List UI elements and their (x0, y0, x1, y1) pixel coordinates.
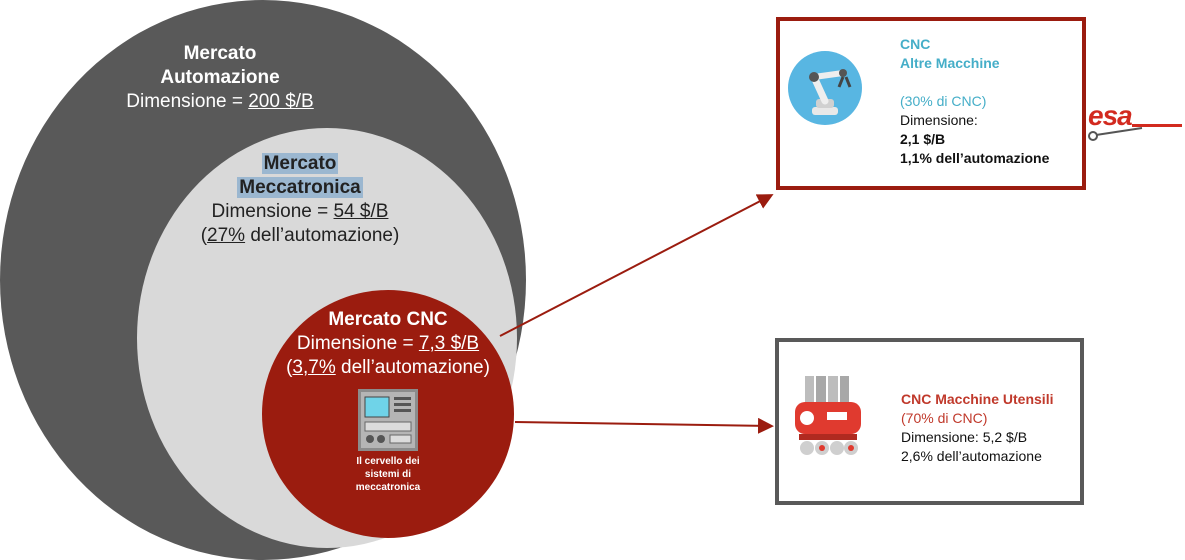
mechatronics-dim-prefix: Dimensione = (211, 201, 334, 222)
other-auto-share: 1,1% dell’automazione (900, 150, 1050, 166)
arrow-to-other-machines (499, 194, 774, 337)
cnc-caption: Il cervello dei sistemi di meccatronica (330, 455, 446, 494)
other-dim-value: 2,1 $/B (900, 131, 946, 147)
automation-label: Mercato Automazione Dimensione = 200 $/B (90, 42, 350, 114)
cnc-dim-prefix: Dimensione = (296, 333, 419, 354)
cnc-dimension: Dimensione = 7,3 $/B (262, 332, 514, 356)
mechatronics-dimension: Dimensione = 54 $/B (170, 200, 430, 224)
tools-auto-share: 2,6% dell’automazione (901, 448, 1042, 464)
machine-tools-text: CNC Macchine Utensili (70% di CNC) Dimen… (901, 390, 1091, 466)
other-title-2: Altre Macchine (900, 55, 1000, 71)
cnc-title: Mercato CNC (328, 309, 448, 330)
automation-dim-prefix: Dimensione = (126, 91, 249, 112)
mechatronics-share-open: ( (200, 225, 208, 246)
machine-tool-icon (787, 376, 869, 468)
robot-arm-icon (788, 51, 862, 125)
cnc-control-panel-icon (358, 389, 418, 451)
mechatronics-share: (27% dell’automazione) (170, 224, 430, 248)
cnc-dim-value: 7,3 $/B (418, 333, 480, 354)
other-share: (30% di CNC) (900, 93, 987, 109)
mechatronics-label: Mercato Meccatronica Dimensione = 54 $/B… (170, 152, 430, 248)
automation-dimension: Dimensione = 200 $/B (90, 90, 350, 114)
tools-title: CNC Macchine Utensili (901, 391, 1054, 407)
cnc-share-value: 3,7% (292, 357, 336, 378)
cnc-label: Mercato CNC Dimensione = 7,3 $/B (3,7% d… (262, 308, 514, 380)
other-title-1: CNC (900, 36, 931, 52)
cnc-caption-1: Il cervello dei (356, 456, 420, 467)
automation-dim-value: 200 $/B (248, 91, 314, 112)
arrow-to-machine-tools (514, 417, 774, 434)
mechatronics-share-value: 27% (207, 225, 246, 246)
esa-logo-text: esa (1088, 100, 1133, 131)
tools-share: (70% di CNC) (901, 410, 988, 426)
cnc-caption-3: meccatronica (355, 482, 421, 493)
tools-dim: Dimensione: 5,2 $/B (901, 429, 1028, 445)
automation-title-1: Mercato (183, 43, 257, 64)
automation-title-2: Automazione (160, 67, 280, 88)
other-dim-label: Dimensione: (900, 112, 978, 128)
cnc-share-suffix: dell’automazione) (335, 357, 490, 378)
other-machines-text: CNC Altre Macchine (30% di CNC) Dimensio… (900, 35, 1086, 168)
other-machines-box: CNC Altre Macchine (30% di CNC) Dimensio… (776, 17, 1086, 190)
cnc-share-open: ( (286, 357, 293, 378)
mechatronics-title-2: Meccatronica (237, 177, 363, 198)
mechatronics-title-1: Mercato (261, 153, 339, 174)
cnc-caption-2: sistemi di (364, 469, 412, 480)
machine-tools-box: CNC Macchine Utensili (70% di CNC) Dimen… (775, 338, 1084, 505)
mechatronics-share-suffix: dell’automazione) (245, 225, 400, 246)
connector-arrows (499, 194, 774, 434)
esa-logo: esa (1088, 100, 1182, 141)
mechatronics-dim-value: 54 $/B (333, 201, 389, 222)
cnc-share: (3,7% dell’automazione) (262, 356, 514, 380)
